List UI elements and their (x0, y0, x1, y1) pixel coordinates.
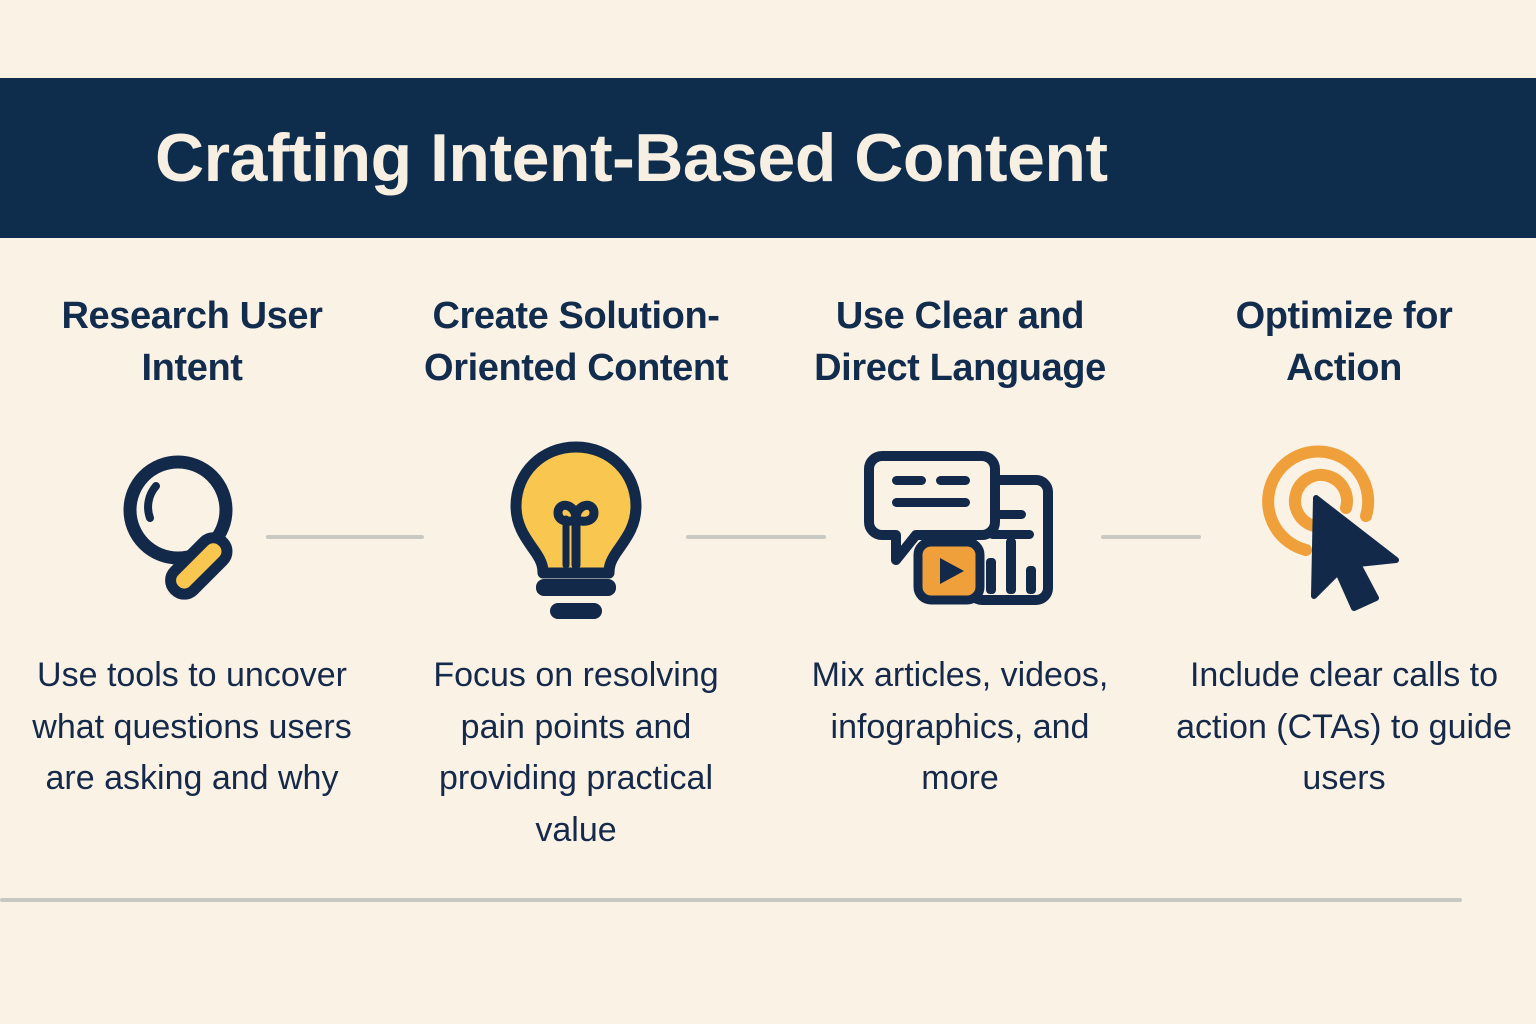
step-body: Include clear calls to action (CTAs) to … (1176, 656, 1512, 798)
step-heading: Use Clear and Direct Language (814, 295, 1106, 390)
connector-line-2 (686, 535, 826, 539)
click-cursor-icon (1262, 445, 1399, 611)
media-mix-icon (864, 451, 1053, 605)
lightbulb-icon (510, 441, 642, 619)
step-heading: Create Solution-Oriented Content (424, 295, 728, 390)
step-column-create-solution-oriented-content: Create Solution-Oriented Content Focus o… (384, 290, 768, 857)
connector-line-3 (1101, 535, 1201, 539)
step-heading: Optimize for Action (1235, 295, 1453, 390)
steps-row: Research User Intent Use tools to uncove… (0, 290, 1536, 857)
step-column-optimize-for-action: Optimize for Action Include clear calls … (1152, 290, 1536, 805)
connector-line-1 (266, 535, 424, 539)
step-body: Focus on resolving pain points and provi… (433, 656, 719, 850)
step-icon-slot (768, 428, 1152, 628)
step-column-research-user-intent: Research User Intent Use tools to uncove… (0, 290, 384, 805)
step-icon-slot (384, 428, 768, 628)
step-heading: Research User Intent (61, 295, 323, 390)
step-body: Use tools to uncover what questions user… (32, 656, 352, 798)
step-icon-slot (1152, 428, 1536, 628)
page-title: Crafting Intent-Based Content (155, 120, 1108, 196)
bottom-divider (0, 898, 1462, 902)
step-icon-slot (0, 428, 384, 628)
header-bar: Crafting Intent-Based Content (0, 78, 1536, 238)
step-column-use-clear-and-direct-language: Use Clear and Direct Language (768, 290, 1152, 805)
step-body: Mix articles, videos, infographics, and … (811, 656, 1109, 798)
magnifying-glass-icon (123, 455, 233, 600)
